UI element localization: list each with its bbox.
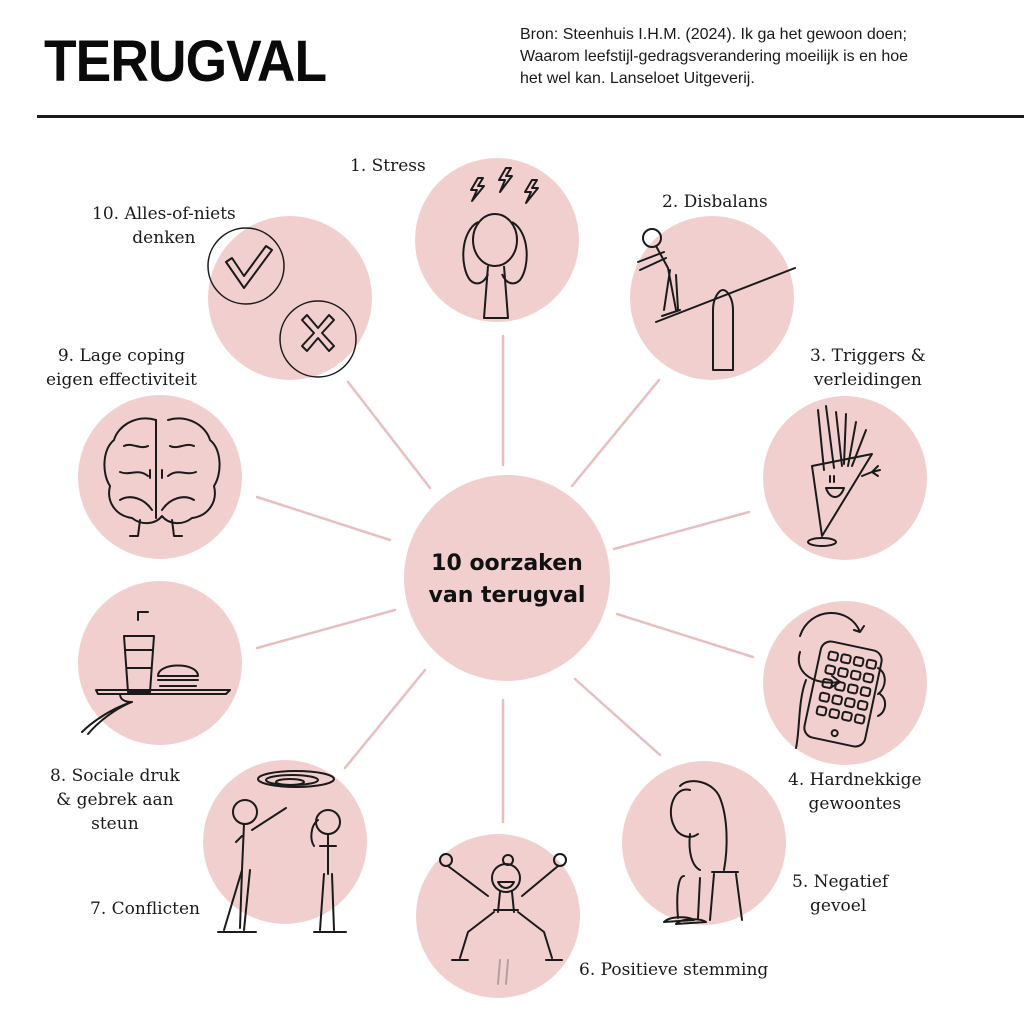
header-divider [37,115,1024,118]
cause-10-node [207,216,372,380]
connector-7 [343,668,427,770]
cause-label-line: 9. Lage coping [57,346,186,366]
center-title-line: van terugval [428,583,586,608]
cause-6-node [416,834,580,998]
cause-3-node [763,396,927,560]
center-circle [404,475,610,681]
cause-1-node [415,158,579,322]
connector-8 [255,608,397,650]
connector-5 [573,677,662,757]
cause-label-line: 7. Conflicten [90,899,200,919]
check-circle [207,227,285,305]
cause-label-line: 3. Triggers & [810,346,926,366]
cause-label-line: eigen effectiviteit [46,370,197,390]
source-line: het wel kan. Lanseloet Uitgeverij. [520,70,755,87]
cause-2-label: 2. Disbalans [662,190,768,214]
cause-4-node [763,601,927,765]
cause-label-line: 10. Alles-of-niets [92,204,236,224]
sad-person-on-stool-icon [663,780,743,925]
brain-character-icon [103,417,221,537]
cause-10-label: 10. Alles-of-niets denken [92,202,236,250]
cause-label-line: 5. Negatief [792,872,889,892]
check-and-cross-icon [207,227,357,378]
cause-9-node [78,395,242,559]
cause-label-line: 6. Positieve stemming [579,960,769,980]
connector-3 [612,510,751,551]
cause-5-label: 5. Negatief gevoel [792,870,888,918]
connector-10 [346,380,432,490]
cause-8-label: 8. Sociale druk & gebrek aan steun [50,764,180,836]
connector-2 [570,378,661,488]
cause-label-line: steun [91,814,139,834]
center-title: 10 oorzaken van terugval [405,548,609,612]
cause-2-node [630,216,796,380]
cause-label-line: 4. Hardnekkige [788,770,922,790]
cause-label-line: gewoontes [808,794,902,814]
stressed-person-lightning-icon [462,167,539,319]
connector-9 [255,495,392,542]
cause-7-label: 7. Conflicten [90,897,200,921]
source-line: Bron: Steenhuis I.H.M. (2024). Ik ga het… [520,26,907,43]
center-title-line: 10 oorzaken [431,551,583,576]
cause-1-label: 1. Stress [350,154,426,178]
cause-8-node [78,581,242,745]
cause-label-line: 8. Sociale druk [50,766,180,786]
hand-holding-phone-cycle-icon [795,612,886,749]
cause-label-line: verleidingen [813,370,922,390]
source-citation: Bron: Steenhuis I.H.M. (2024). Ik ga het… [520,24,1000,90]
jumping-happy-person-icon [439,853,567,985]
tray-with-soda-burger-icon [81,611,231,735]
cause-3-label: 3. Triggers & verleidingen [810,344,926,392]
two-people-arguing-icon [217,770,347,933]
cause-5-node [622,761,786,925]
cause-7-node [203,760,367,933]
french-fries-waving-icon [807,405,881,547]
connector-4 [615,612,755,659]
cause-9-label: 9. Lage coping eigen effectiviteit [46,344,197,392]
connectors [255,334,755,824]
cross-circle [279,300,357,378]
cause-6-label: 6. Positieve stemming [579,958,768,982]
cause-label-line: gevoel [810,896,867,916]
cause-label-line: 2. Disbalans [662,192,768,212]
person-on-seesaw-icon [637,228,796,371]
page-title: TERUGVAL [44,29,327,94]
cause-label-line: & gebrek aan [56,790,174,810]
cause-label-line: denken [132,228,196,248]
cause-4-label: 4. Hardnekkige gewoontes [788,768,922,816]
source-line: Waarom leefstijl-gedragsverandering moei… [520,48,909,65]
cause-label-line: 1. Stress [350,156,426,176]
